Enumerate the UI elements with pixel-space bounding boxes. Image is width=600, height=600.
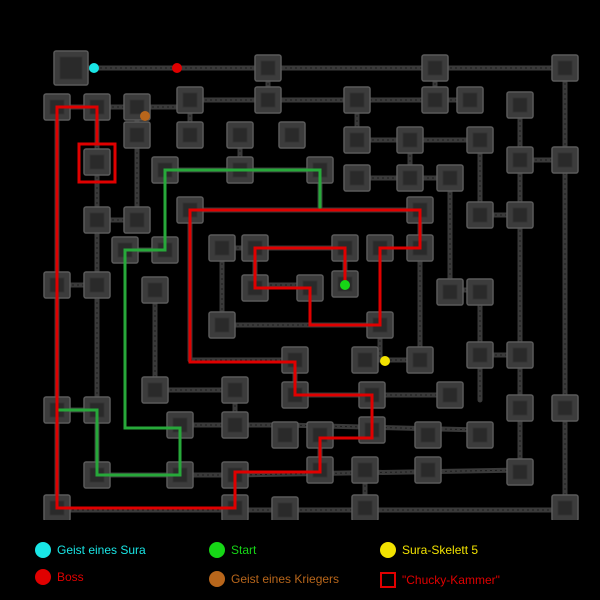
room-inner bbox=[89, 154, 105, 170]
legend-label: "Chucky-Kammer" bbox=[402, 573, 500, 587]
dungeon-map bbox=[43, 50, 579, 520]
room-inner bbox=[260, 92, 276, 108]
legend-label: Boss bbox=[57, 570, 84, 584]
orange-dot-icon bbox=[209, 571, 225, 587]
room-inner bbox=[89, 212, 105, 228]
legend-boss: Boss bbox=[35, 567, 84, 587]
room-inner bbox=[512, 207, 528, 223]
legend-warrior-ghost: Geist eines Kriegers bbox=[209, 569, 339, 589]
room-inner bbox=[412, 352, 428, 368]
room-inner bbox=[349, 132, 365, 148]
room-inner bbox=[147, 382, 163, 398]
room-inner bbox=[557, 152, 573, 168]
sura-ghost-marker bbox=[89, 63, 99, 73]
room-inner bbox=[214, 317, 230, 333]
room-inner bbox=[442, 170, 458, 186]
route-layer bbox=[55, 105, 422, 510]
room-inner bbox=[232, 127, 248, 143]
legend-label: Start bbox=[231, 543, 257, 557]
room-inner bbox=[227, 417, 243, 433]
legend-label: Sura-Skelett 5 bbox=[402, 543, 479, 557]
cyan-dot-icon bbox=[35, 542, 51, 558]
green-route bbox=[57, 168, 322, 477]
yellow-dot-icon bbox=[380, 542, 396, 558]
room-inner bbox=[557, 400, 573, 416]
red-dot-icon bbox=[35, 569, 51, 585]
room-inner bbox=[442, 387, 458, 403]
red-square-icon bbox=[380, 572, 396, 588]
room-inner bbox=[214, 240, 230, 256]
marker-layer bbox=[89, 63, 390, 366]
room-inner bbox=[357, 500, 373, 516]
room-inner bbox=[472, 207, 488, 223]
room-inner bbox=[472, 284, 488, 300]
room-inner bbox=[227, 382, 243, 398]
room-inner bbox=[420, 427, 436, 443]
legend-start: Start bbox=[209, 540, 256, 560]
chucky-chamber-box bbox=[77, 142, 117, 184]
legend-sura-ghost: Geist eines Sura bbox=[35, 540, 146, 560]
map-legend: Geist eines Sura Boss Start Geist eines … bbox=[0, 528, 600, 600]
green-dot-icon bbox=[209, 542, 225, 558]
start-marker bbox=[340, 280, 350, 290]
room-inner bbox=[557, 500, 573, 516]
room-inner bbox=[182, 92, 198, 108]
room-inner bbox=[420, 462, 436, 478]
room-inner bbox=[557, 60, 573, 76]
legend-label: Geist eines Kriegers bbox=[231, 572, 340, 586]
room-inner bbox=[472, 427, 488, 443]
room-inner bbox=[512, 347, 528, 363]
room-inner bbox=[357, 352, 373, 368]
room-inner bbox=[129, 127, 145, 143]
room-inner bbox=[427, 60, 443, 76]
room-inner bbox=[129, 212, 145, 228]
room-inner bbox=[427, 92, 443, 108]
sura-skeleton-marker bbox=[380, 356, 390, 366]
room-inner bbox=[89, 277, 105, 293]
room-inner bbox=[402, 132, 418, 148]
red-route bbox=[55, 105, 422, 510]
room-inner bbox=[462, 92, 478, 108]
room-inner bbox=[402, 170, 418, 186]
room-inner bbox=[512, 464, 528, 480]
room-inner bbox=[277, 502, 293, 518]
room-inner bbox=[349, 170, 365, 186]
boss-marker bbox=[172, 63, 182, 73]
legend-label: Geist eines Sura bbox=[57, 543, 146, 557]
legend-chucky: "Chucky-Kammer" bbox=[380, 570, 500, 590]
room-inner bbox=[349, 92, 365, 108]
room-inner bbox=[442, 284, 458, 300]
room-inner bbox=[512, 97, 528, 113]
room-inner bbox=[129, 99, 145, 115]
room-inner bbox=[472, 132, 488, 148]
room-inner bbox=[357, 462, 373, 478]
room-inner bbox=[277, 427, 293, 443]
warrior-ghost-marker bbox=[140, 111, 150, 121]
room-inner bbox=[472, 347, 488, 363]
room-inner bbox=[284, 127, 300, 143]
room-inner bbox=[59, 56, 83, 80]
legend-sura-skeleton: Sura-Skelett 5 bbox=[380, 540, 478, 560]
room-inner bbox=[260, 60, 276, 76]
room-inner bbox=[512, 400, 528, 416]
room-inner bbox=[147, 282, 163, 298]
room-inner bbox=[182, 127, 198, 143]
room-inner bbox=[512, 152, 528, 168]
